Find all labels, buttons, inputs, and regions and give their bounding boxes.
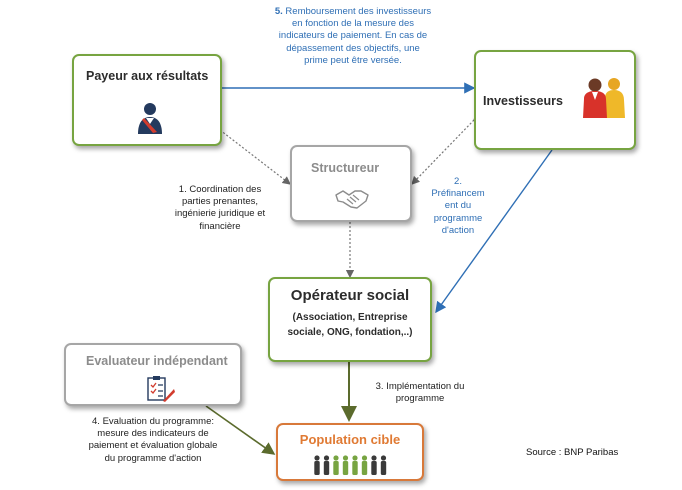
note-2: 2. Préfinancem ent du programme d'action: [420, 176, 496, 237]
investors-people-icon: [583, 78, 625, 118]
note-5-line-4: dépassement des objectifs, une: [286, 42, 420, 54]
handshake-icon: [335, 190, 369, 209]
note-4-line-4: du programme d'action: [104, 452, 202, 464]
node-evaluateur: Evaluateur indépendant: [64, 343, 242, 406]
node-structureur: Structureur: [290, 145, 412, 222]
node-investisseurs-label: Investisseurs: [483, 94, 563, 108]
person-figure-2: [323, 455, 330, 475]
note-5-line-1: Remboursement des investisseurs: [285, 6, 432, 17]
node-operateur-sub-1: (Association, Entreprise: [292, 312, 408, 323]
note-1: 1. Coordination des parties prenantes, i…: [160, 184, 280, 233]
note-2-number: 2.: [454, 176, 462, 187]
person-figure-4: [342, 455, 349, 475]
arrow-evaluateur-population: [205, 405, 276, 455]
arrow-investisseurs-operateur: [435, 149, 553, 314]
note-5-line-2: en fonction de la mesure des: [292, 18, 414, 30]
note-4: 4. Evaluation du programme: mesure des i…: [74, 416, 232, 465]
note-4-line-3: paiement et évaluation globale: [88, 440, 218, 452]
note-5-line-3: indicateurs de paiement. En cas de: [278, 30, 428, 42]
note-3-line-2: programme: [395, 393, 445, 405]
note-5: 5. Remboursement des investisseurs en fo…: [248, 6, 458, 67]
node-operateur: Opérateur social (Association, Entrepris…: [268, 277, 432, 362]
clipboard-checklist-icon: [147, 376, 175, 402]
person-figure-3: [333, 455, 339, 475]
note-2-line-2: ent du: [444, 200, 472, 212]
person-figure-7: [371, 455, 377, 475]
person-figure-8: [380, 455, 387, 475]
node-operateur-label: Opérateur social: [290, 287, 410, 304]
dotted-investisseurs-structureur: [411, 111, 483, 185]
person-figure-6: [361, 455, 368, 475]
note-1-line-2: parties prenantes,: [181, 196, 259, 208]
node-payeur: Payeur aux résultats: [72, 54, 222, 146]
note-3: 3. Implémentation du programme: [366, 381, 474, 405]
people-group-icon: [314, 455, 387, 475]
note-2-line-4: d'action: [441, 224, 475, 236]
note-4-line-2: mesure des indicateurs de: [97, 428, 209, 440]
node-population: Population cible: [276, 423, 424, 481]
note-2-line-1: Préfinancem: [431, 188, 485, 200]
node-operateur-sub-2: sociale, ONG, fondation,..): [287, 327, 413, 338]
note-1-number: 1.: [178, 184, 187, 195]
note-2-line-3: programme: [433, 212, 483, 224]
node-population-label: Population cible: [299, 432, 401, 447]
person-figure-5: [352, 455, 358, 475]
note-4-line-1: Evaluation du programme:: [102, 416, 214, 427]
note-4-number: 4.: [92, 416, 100, 427]
source-credit: Source : BNP Paribas: [526, 447, 619, 458]
note-3-number: 3.: [375, 381, 384, 392]
note-3-line-1: Implémentation du: [386, 381, 465, 392]
note-5-number: 5.: [274, 6, 283, 17]
note-5-line-5: prime peut être versée.: [304, 54, 402, 66]
note-1-line-3: ingénierie juridique et: [174, 208, 266, 220]
official-person-icon: [138, 103, 162, 134]
dotted-payeur-structureur: [211, 122, 291, 185]
note-1-line-1: Coordination des: [189, 184, 262, 195]
note-1-line-4: financière: [199, 220, 241, 232]
person-figure-1: [314, 455, 320, 475]
node-structureur-label: Structureur: [311, 161, 380, 175]
node-evaluateur-label: Evaluateur indépendant: [86, 354, 228, 368]
node-investisseurs: Investisseurs: [474, 50, 636, 150]
node-payeur-label: Payeur aux résultats: [86, 69, 209, 83]
